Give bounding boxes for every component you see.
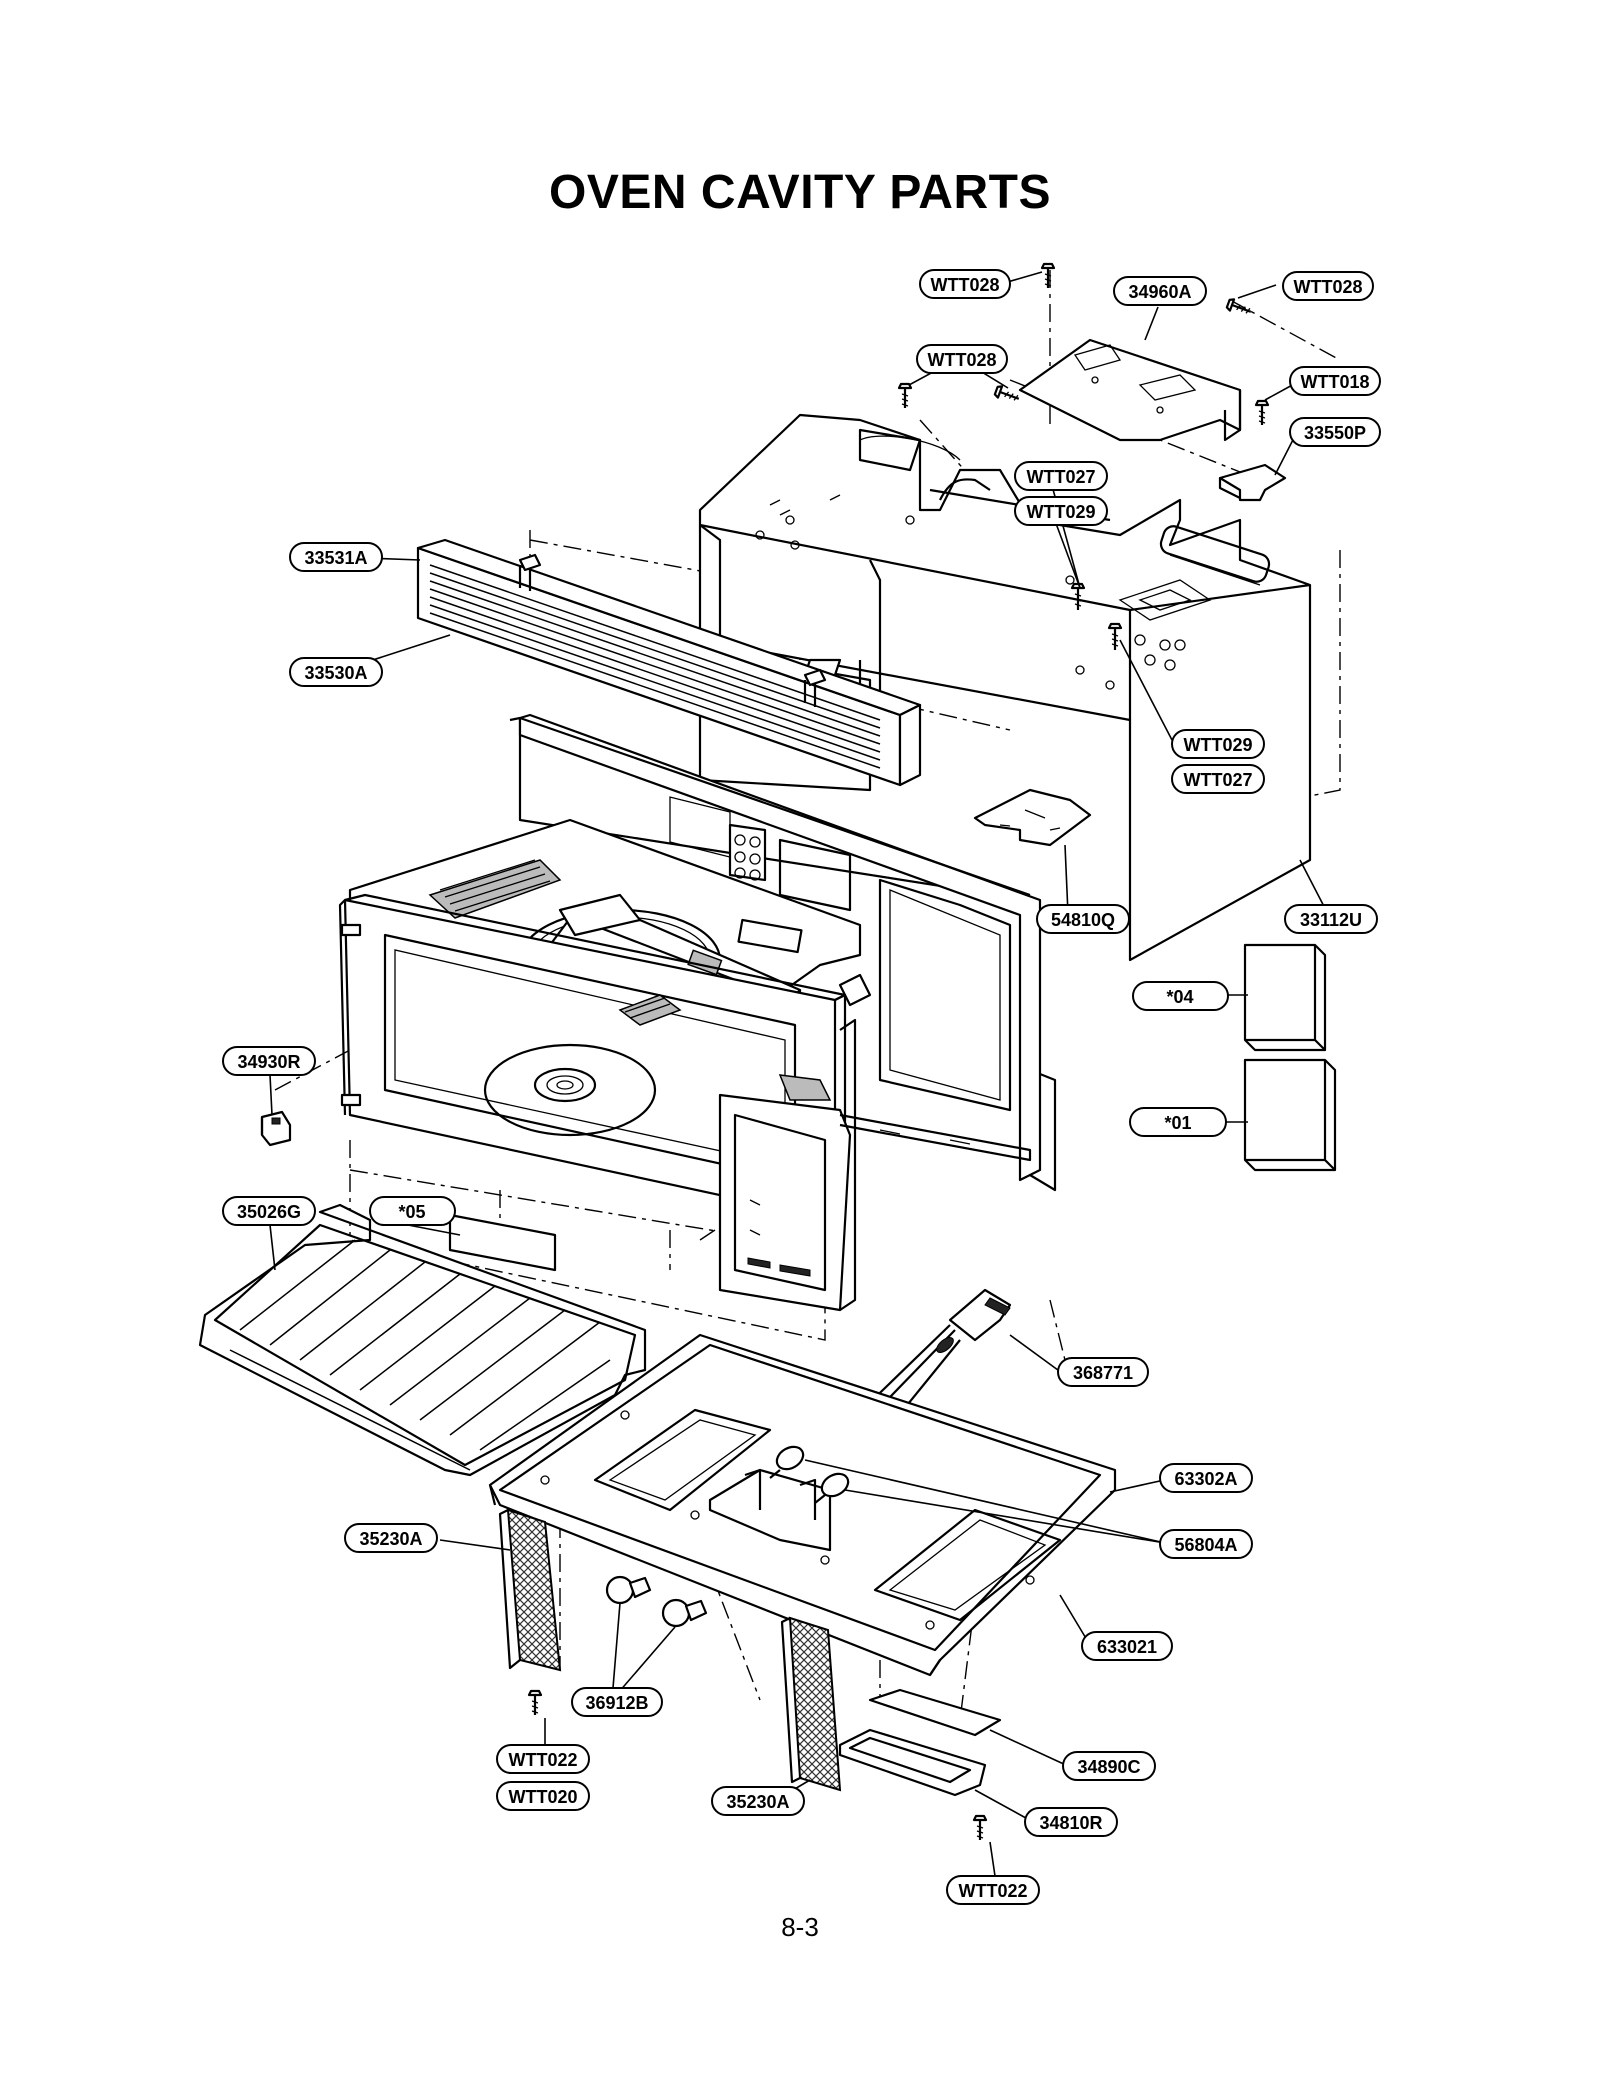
svg-text:*01: *01 bbox=[1164, 1113, 1191, 1133]
screw-icon bbox=[1040, 262, 1056, 288]
callout-56804a: 56804A bbox=[1159, 1529, 1253, 1559]
callout-35026g: 35026G bbox=[222, 1196, 316, 1226]
vent-holes bbox=[439, 859, 551, 912]
callout-368771: 368771 bbox=[1057, 1357, 1149, 1387]
bracket-33550p bbox=[1218, 463, 1287, 502]
callout-63302a: 63302A bbox=[1159, 1463, 1253, 1493]
svg-text:633021: 633021 bbox=[1097, 1637, 1157, 1657]
page-number: 8-3 bbox=[781, 1912, 819, 1942]
callout-35230a-left: 35230A bbox=[344, 1523, 438, 1553]
page-title: OVEN CAVITY PARTS bbox=[549, 166, 1051, 219]
svg-text:WTT022: WTT022 bbox=[508, 1750, 577, 1770]
callout-wtt027-a: WTT027 bbox=[1014, 461, 1108, 491]
svg-text:34960A: 34960A bbox=[1128, 282, 1191, 302]
svg-text:33530A: 33530A bbox=[304, 663, 367, 683]
box-01 bbox=[1243, 1058, 1337, 1172]
svg-text:WTT022: WTT022 bbox=[958, 1881, 1027, 1901]
base-plate bbox=[488, 1333, 1117, 1677]
callout-33530a: 33530A bbox=[289, 657, 383, 687]
callout-34890c: 34890C bbox=[1062, 1751, 1156, 1781]
callout-wtt028-c: WTT028 bbox=[916, 344, 1008, 374]
screw-icon bbox=[1107, 622, 1123, 650]
svg-text:35230A: 35230A bbox=[359, 1529, 422, 1549]
screw-icon bbox=[972, 1814, 988, 1840]
svg-text:33550P: 33550P bbox=[1304, 423, 1366, 443]
callout-wtt028-a: WTT028 bbox=[919, 269, 1011, 299]
svg-text:WTT028: WTT028 bbox=[1293, 277, 1362, 297]
top-bracket-34960a bbox=[1018, 338, 1242, 442]
bulb-icon bbox=[605, 1575, 652, 1605]
oven-cavity bbox=[338, 713, 1057, 1312]
svg-text:WTT029: WTT029 bbox=[1183, 735, 1252, 755]
svg-text:WTT028: WTT028 bbox=[927, 350, 996, 370]
callout-wtt020: WTT020 bbox=[496, 1781, 590, 1811]
callout-star-01: *01 bbox=[1129, 1107, 1227, 1137]
grease-filter-right bbox=[780, 1616, 842, 1792]
screw-icon bbox=[1225, 298, 1252, 314]
callout-wtt018: WTT018 bbox=[1289, 366, 1381, 396]
callout-star-05: *05 bbox=[369, 1196, 456, 1226]
shelf-rack bbox=[198, 1203, 647, 1477]
lamps bbox=[605, 1575, 708, 1628]
svg-text:WTT018: WTT018 bbox=[1300, 372, 1369, 392]
svg-text:WTT027: WTT027 bbox=[1026, 467, 1095, 487]
vent-grille bbox=[416, 538, 922, 787]
svg-text:33531A: 33531A bbox=[304, 548, 367, 568]
screw-icon bbox=[527, 1689, 543, 1715]
callout-34960a: 34960A bbox=[1113, 276, 1207, 306]
svg-text:*05: *05 bbox=[398, 1202, 425, 1222]
latch-34930r bbox=[260, 1110, 292, 1147]
svg-text:33112U: 33112U bbox=[1300, 910, 1362, 930]
callout-wtt029-a: WTT029 bbox=[1014, 496, 1108, 526]
callout-36912b: 36912B bbox=[571, 1687, 663, 1717]
svg-text:63302A: 63302A bbox=[1174, 1469, 1237, 1489]
callout-wtt022-a: WTT022 bbox=[496, 1744, 590, 1774]
svg-text:56804A: 56804A bbox=[1174, 1535, 1237, 1555]
svg-text:34930R: 34930R bbox=[237, 1052, 300, 1072]
callout-33112u: 33112U bbox=[1284, 904, 1378, 934]
screws bbox=[527, 262, 1270, 1840]
svg-text:*04: *04 bbox=[1166, 987, 1193, 1007]
callout-54810q: 54810Q bbox=[1036, 904, 1130, 934]
svg-text:WTT028: WTT028 bbox=[930, 275, 999, 295]
cover-05 bbox=[448, 1213, 557, 1272]
screw-icon bbox=[897, 382, 913, 408]
svg-text:36912B: 36912B bbox=[585, 1693, 648, 1713]
callout-wtt022-b: WTT022 bbox=[946, 1875, 1040, 1905]
svg-text:WTT027: WTT027 bbox=[1183, 770, 1252, 790]
callout-35230a-right: 35230A bbox=[711, 1786, 805, 1816]
svg-text:34890C: 34890C bbox=[1077, 1757, 1140, 1777]
callout-33550p: 33550P bbox=[1289, 417, 1381, 447]
callout-star-04: *04 bbox=[1132, 981, 1229, 1011]
screw-icon bbox=[993, 385, 1020, 401]
svg-text:368771: 368771 bbox=[1073, 1363, 1133, 1383]
callout-33531a: 33531A bbox=[289, 542, 383, 572]
svg-text:WTT029: WTT029 bbox=[1026, 502, 1095, 522]
callout-wtt027-b: WTT027 bbox=[1171, 764, 1265, 794]
lamp-cover bbox=[838, 1688, 1002, 1797]
bulb-icon bbox=[661, 1598, 708, 1628]
svg-text:WTT020: WTT020 bbox=[508, 1787, 577, 1807]
svg-text:35026G: 35026G bbox=[237, 1202, 301, 1222]
grease-filter-left bbox=[498, 1508, 562, 1672]
svg-text:54810Q: 54810Q bbox=[1051, 910, 1115, 930]
screw-icon bbox=[1254, 399, 1270, 425]
callout-633021: 633021 bbox=[1081, 1631, 1173, 1661]
callout-wtt028-b: WTT028 bbox=[1282, 271, 1374, 301]
svg-text:35230A: 35230A bbox=[726, 1792, 789, 1812]
callout-wtt029-b: WTT029 bbox=[1171, 729, 1265, 759]
partition-plate bbox=[973, 788, 1092, 847]
callout-34810r: 34810R bbox=[1024, 1807, 1118, 1837]
svg-text:34810R: 34810R bbox=[1039, 1813, 1102, 1833]
box-04 bbox=[1243, 943, 1327, 1052]
callout-34930r: 34930R bbox=[222, 1046, 316, 1076]
